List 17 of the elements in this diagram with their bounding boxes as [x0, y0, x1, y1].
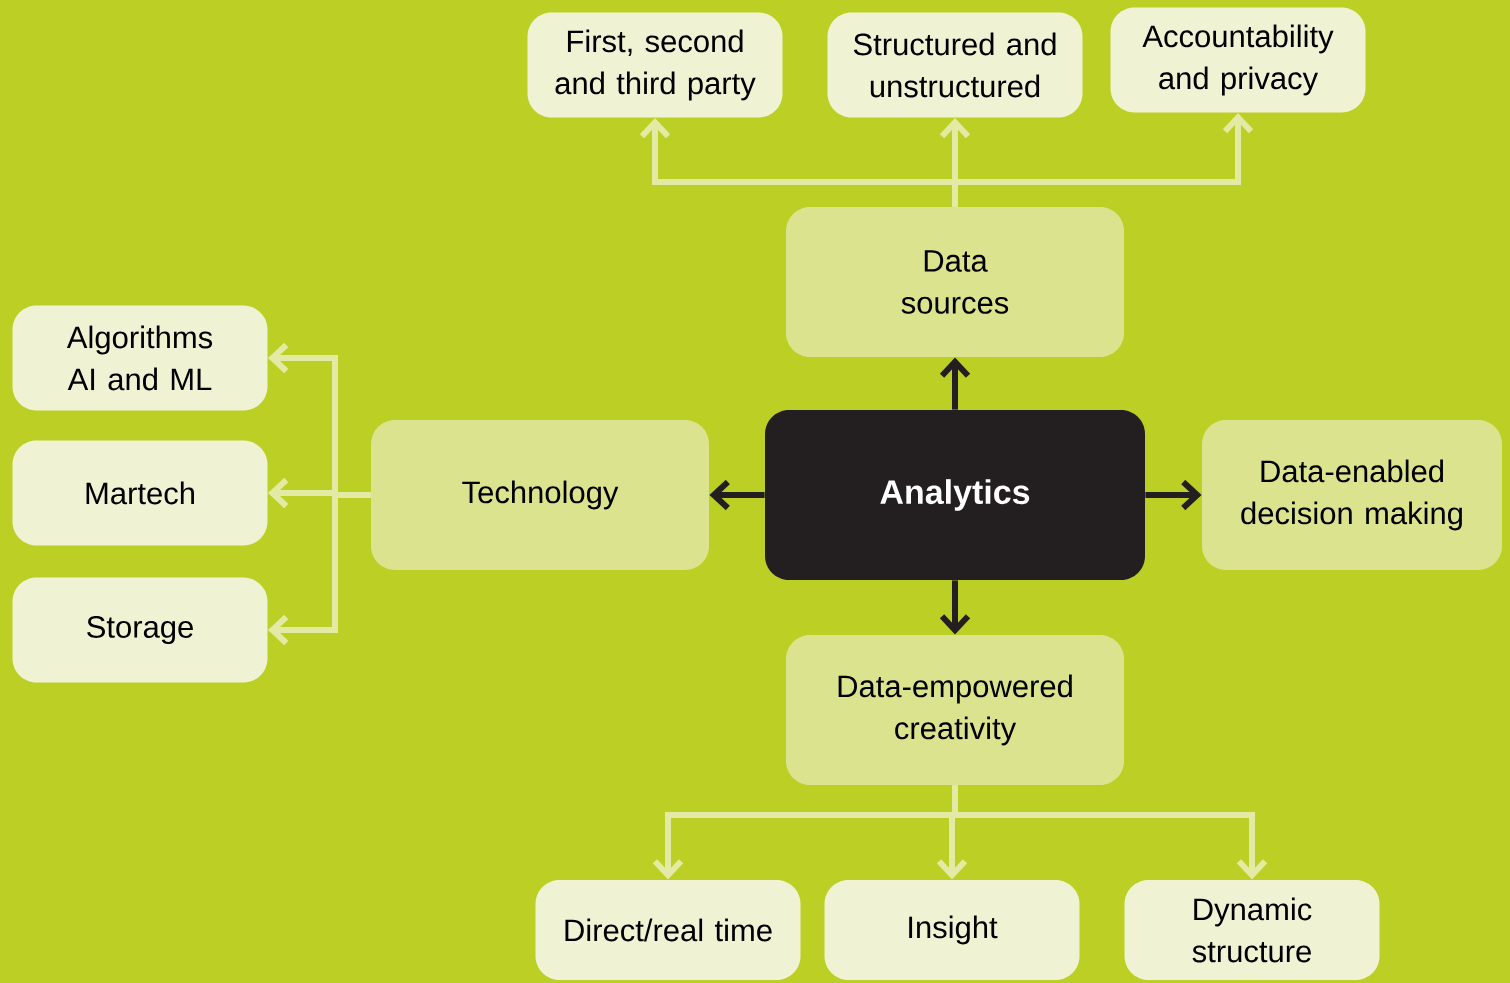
arrow: [952, 785, 1268, 880]
topic-box: Accountability and privacy: [1110, 7, 1366, 113]
topic-box: Structured and unstructured: [827, 12, 1083, 118]
arrow: [952, 112, 1254, 207]
topic-box: Algorithms AI and ML: [12, 305, 268, 411]
arrow: [267, 492, 371, 646]
topic-box: Martech: [12, 440, 268, 546]
hub-box: Analytics: [765, 410, 1145, 580]
category-box: Data sources: [786, 207, 1124, 357]
topic-box: First, second and third party: [527, 12, 783, 118]
category-box: Data-enabled decision making: [1202, 420, 1502, 570]
topic-box: Insight: [824, 880, 1080, 980]
topic-box: Dynamic structure: [1124, 880, 1380, 980]
category-box: Data-empowered creativity: [786, 635, 1124, 785]
topic-box: Direct/real time: [535, 880, 801, 980]
category-box: Technology: [371, 420, 709, 570]
topic-box: Storage: [12, 577, 268, 683]
